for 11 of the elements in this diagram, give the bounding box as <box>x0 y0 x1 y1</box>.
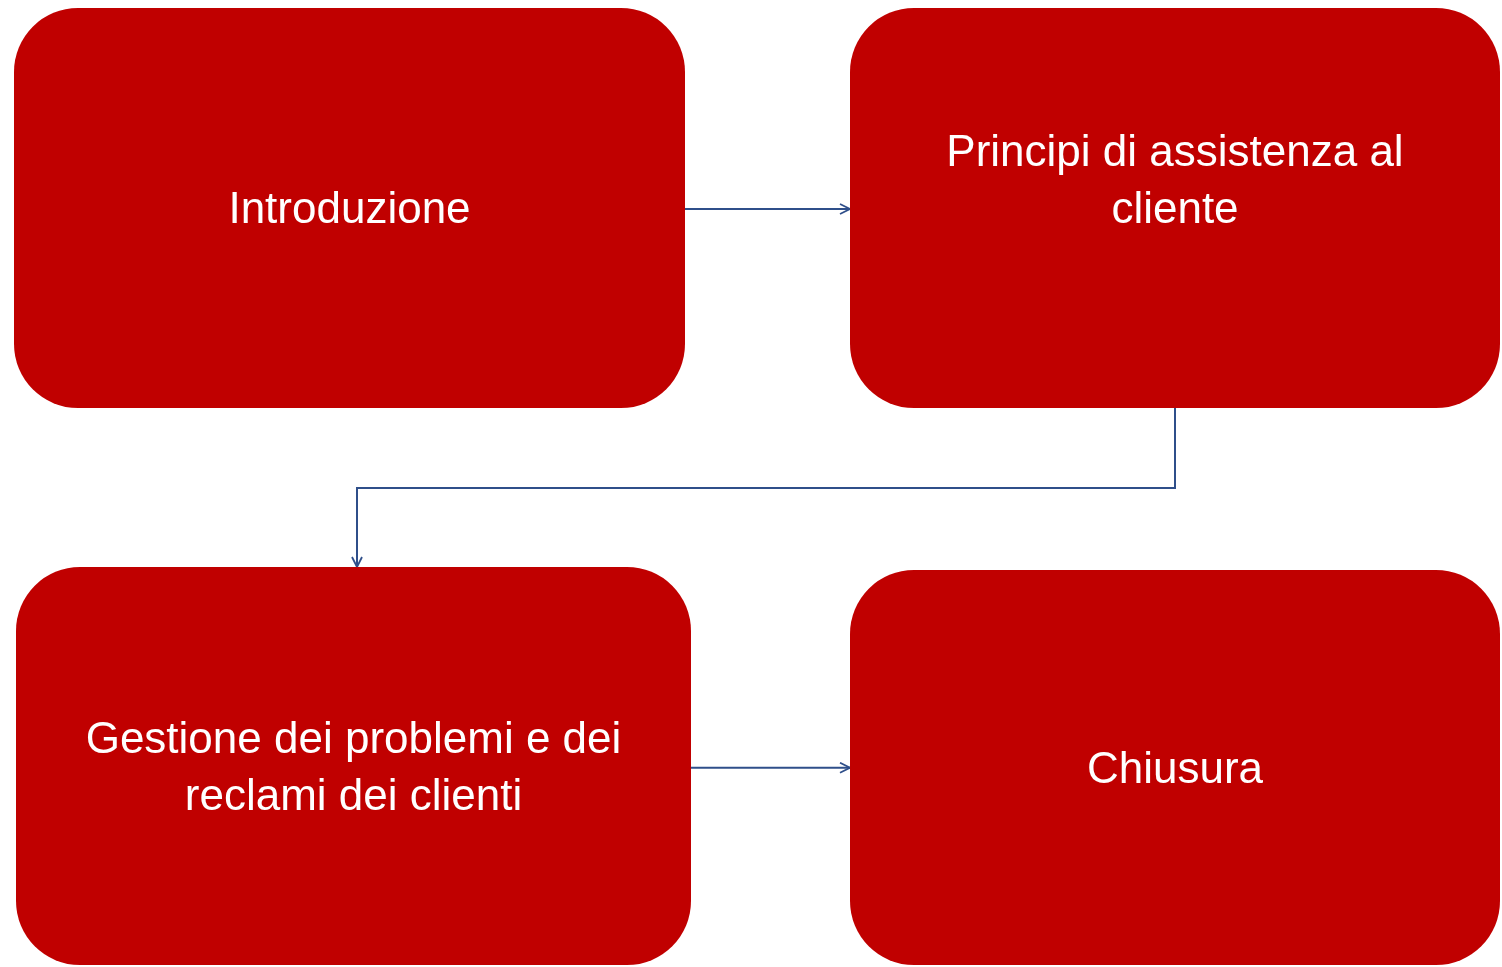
process-box <box>850 570 1500 965</box>
box-label: Gestione dei problemi e dei reclami dei clienti <box>84 711 623 821</box>
arrow <box>351 407 1176 568</box>
box-label: Principi di assistenza al cliente <box>945 124 1405 234</box>
box-label: Chiusura <box>1086 741 1264 794</box>
process-box <box>850 8 1500 408</box>
process-box <box>14 8 685 408</box>
arrow <box>690 761 851 774</box>
arrow <box>684 203 851 215</box>
process-box <box>16 567 691 965</box>
box-label: Introduzione <box>228 182 471 235</box>
